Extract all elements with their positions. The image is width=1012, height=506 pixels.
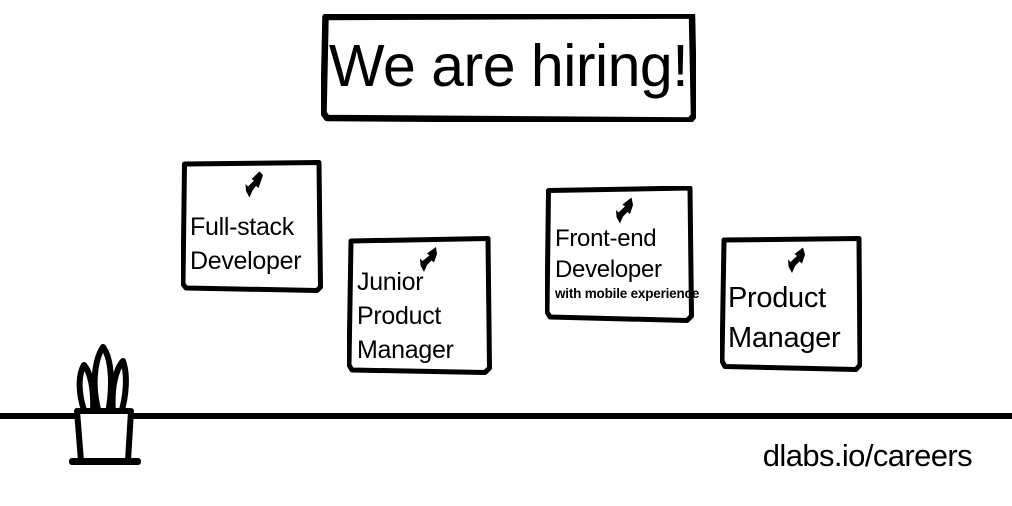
note-line: Manager — [357, 336, 454, 364]
note-line: Product — [728, 282, 826, 314]
note-line: Developer — [190, 247, 302, 275]
note-junior-product-manager-text: Junior Product Manager — [347, 265, 492, 367]
pushpin-icon — [245, 171, 263, 198]
banner-frame-icon — [321, 14, 696, 122]
note-line: Product — [357, 302, 442, 330]
pushpin-icon — [616, 197, 633, 224]
note-subtitle: with mobile experience — [555, 286, 700, 301]
note-line: Full-stack — [190, 213, 294, 241]
note-product-manager-text: Product Manager — [720, 278, 862, 358]
note-product-manager[interactable]: Product Manager — [720, 236, 862, 372]
hiring-banner-text: We are hiring! — [328, 32, 689, 99]
note-frame-icon — [181, 160, 323, 293]
pushpin-icon — [788, 247, 805, 273]
potted-plant-icon — [69, 344, 141, 465]
note-full-stack-developer[interactable]: Full-stack Developer — [181, 160, 323, 293]
note-line: Front-end — [555, 225, 657, 252]
note-frame-icon — [720, 236, 862, 372]
note-front-end-developer-text: Front-end Developer with mobile experien… — [545, 223, 700, 303]
note-frame-icon — [347, 236, 492, 375]
note-front-end-developer[interactable]: Front-end Developer with mobile experien… — [545, 186, 700, 323]
note-junior-product-manager[interactable]: Junior Product Manager — [347, 236, 492, 375]
shelf-line-icon — [0, 413, 1012, 419]
note-frame-icon — [545, 186, 694, 323]
hiring-banner: We are hiring! — [321, 14, 696, 122]
pushpin-icon — [420, 247, 437, 272]
careers-url[interactable]: dlabs.io/careers — [762, 438, 973, 473]
note-line: Manager — [728, 322, 841, 354]
note-line: Junior — [357, 268, 424, 296]
note-full-stack-developer-text: Full-stack Developer — [181, 210, 323, 278]
note-line: Developer — [555, 256, 662, 283]
